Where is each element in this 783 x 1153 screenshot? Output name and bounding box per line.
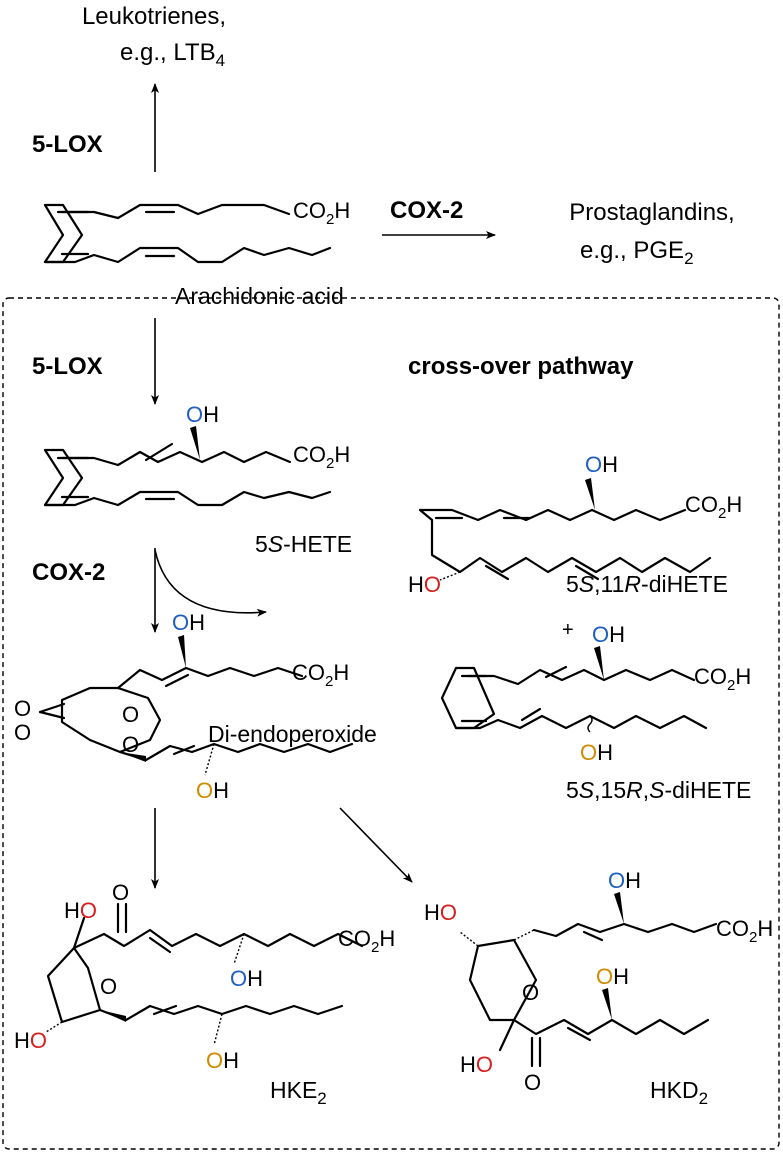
hkd2-structure <box>459 892 718 1068</box>
prostaglandins-label: Prostaglandins, <box>569 199 734 226</box>
co2h-label-hkd2: CO2H <box>716 916 773 946</box>
o-hkd2-ring: O <box>522 980 539 1005</box>
arrow-to-hkd2 <box>339 807 413 883</box>
ho-hke2-left: HO <box>14 1028 47 1053</box>
o-peroxide-2: O <box>14 720 31 745</box>
co2h-label-hke2: CO2H <box>338 926 395 956</box>
oh-diendo-lower: OH <box>196 778 229 803</box>
co2h-label-5s11r: CO2H <box>685 492 742 522</box>
o-peroxide-4: O <box>122 732 139 757</box>
arachidonic-acid-structure <box>43 203 332 264</box>
crossover-title: cross-over pathway <box>408 353 634 380</box>
diendoperoxide-structure <box>38 635 354 776</box>
5s15rs-dihete-structure <box>440 646 708 733</box>
o-hke2-ketone: O <box>112 880 129 905</box>
lox-mid-label: 5-LOX <box>32 353 103 380</box>
oh-5s11r-upper: OH <box>585 452 618 477</box>
co2h-label-aa: CO2H <box>293 198 350 228</box>
ho-hkd2-top: HO <box>424 900 457 925</box>
oh-hke2-lower: OH <box>206 1048 239 1073</box>
ltb4-label: e.g., LTB4 <box>120 39 225 70</box>
5s-hete-label: 5S-HETE <box>255 531 352 557</box>
oh-5s15rs-lower: OH <box>580 740 613 765</box>
co2h-label-diendo: CO2H <box>292 660 349 690</box>
5s-hete-structure <box>43 426 332 507</box>
co2h-label-5s-hete: CO2H <box>293 442 350 472</box>
arachidonic-acid-label: Arachidonic acid <box>175 283 344 309</box>
co2h-label-5s15rs: CO2H <box>694 664 751 694</box>
crossover-box <box>2 297 780 1150</box>
lox-top-label: 5-LOX <box>32 131 103 158</box>
5s11r-dihete-label: 5S,11R-diHETE <box>566 571 728 597</box>
o-hkd2-ketone: O <box>524 1070 541 1095</box>
leukotrienes-label: Leukotrienes, <box>82 3 226 30</box>
ho-hke2-top: HO <box>64 898 97 923</box>
5s15rs-dihete-label: 5S,15R,S-diHETE <box>566 777 751 803</box>
ho-hkd2-lower: HO <box>460 1052 493 1077</box>
5s11r-dihete-structure <box>418 478 712 581</box>
hkd2-label: HKD2 <box>650 1077 708 1108</box>
oh-hkd2-mid: OH <box>596 964 629 989</box>
oh-5s-hete: OH <box>186 402 219 427</box>
hke2-structure <box>45 902 364 1046</box>
oh-hke2-mid: OH <box>230 966 263 991</box>
curved-arrow-to-diheteres <box>154 549 267 617</box>
o-peroxide-1: O <box>14 696 31 721</box>
ho-5s11r-lower: HO <box>408 572 441 597</box>
oh-hkd2-upper: OH <box>608 868 641 893</box>
o-peroxide-3: O <box>122 702 139 727</box>
o-hke2-ring: O <box>100 974 117 999</box>
oh-diendo-upper: OH <box>172 610 205 635</box>
plus-sign: + <box>562 619 574 641</box>
hke2-label: HKE2 <box>270 1077 327 1108</box>
oh-5s15rs-upper: OH <box>592 622 625 647</box>
diendoperoxide-label: Di-endoperoxide <box>208 721 377 747</box>
cox2-top-label: COX-2 <box>390 197 463 224</box>
cox2-mid-label: COX-2 <box>32 559 105 586</box>
pge2-label: e.g., PGE2 <box>580 237 694 268</box>
